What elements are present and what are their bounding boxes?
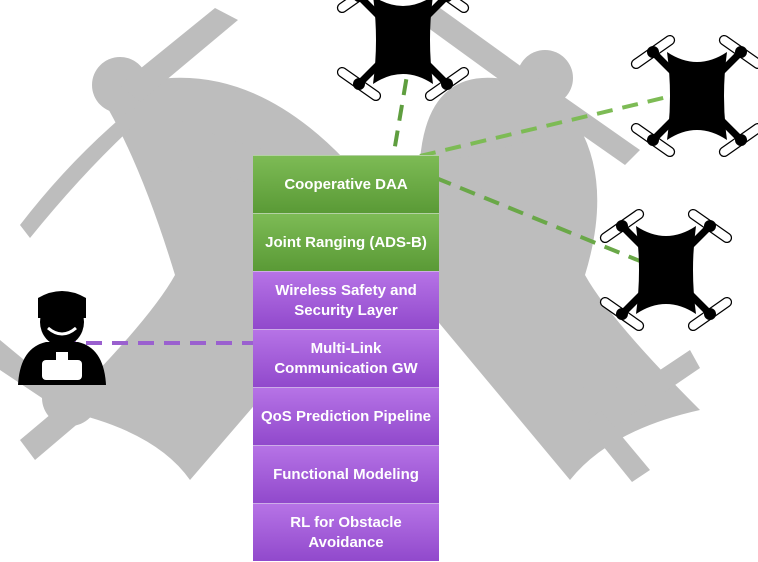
layer-wireless-safety-security: Wireless Safety and Security Layer	[253, 271, 439, 329]
layer-multi-link-gw: Multi-Link Communication GW	[253, 329, 439, 387]
layer-cooperative-daa: Cooperative DAA	[253, 155, 439, 213]
layer-joint-ranging: Joint Ranging (ADS-B)	[253, 213, 439, 271]
link-drone-right	[419, 86, 706, 158]
layer-rl-obstacle-avoidance: RL for Obstacle Avoidance	[253, 503, 439, 561]
layer-label: RL for Obstacle Avoidance	[290, 514, 402, 551]
link-drone-top	[391, 27, 417, 159]
layer-label: QoS Prediction Pipeline	[260, 407, 432, 425]
layer-functional-modeling: Functional Modeling	[253, 445, 439, 503]
pilot-icon	[18, 291, 106, 385]
layer-label: Cooperative DAA	[284, 175, 408, 193]
layer-label: Functional Modeling	[273, 465, 419, 483]
green-links	[391, 27, 706, 272]
layer-qos-prediction: QoS Prediction Pipeline	[253, 387, 439, 445]
drone-icon	[630, 34, 758, 158]
link-drone-lower	[435, 176, 663, 272]
drone-icon	[599, 208, 734, 332]
layer-label: Multi-Link Communication GW	[274, 340, 418, 377]
layer-label: Wireless Safety and Security Layer	[275, 282, 417, 319]
layer-label: Joint Ranging (ADS-B)	[265, 233, 427, 251]
